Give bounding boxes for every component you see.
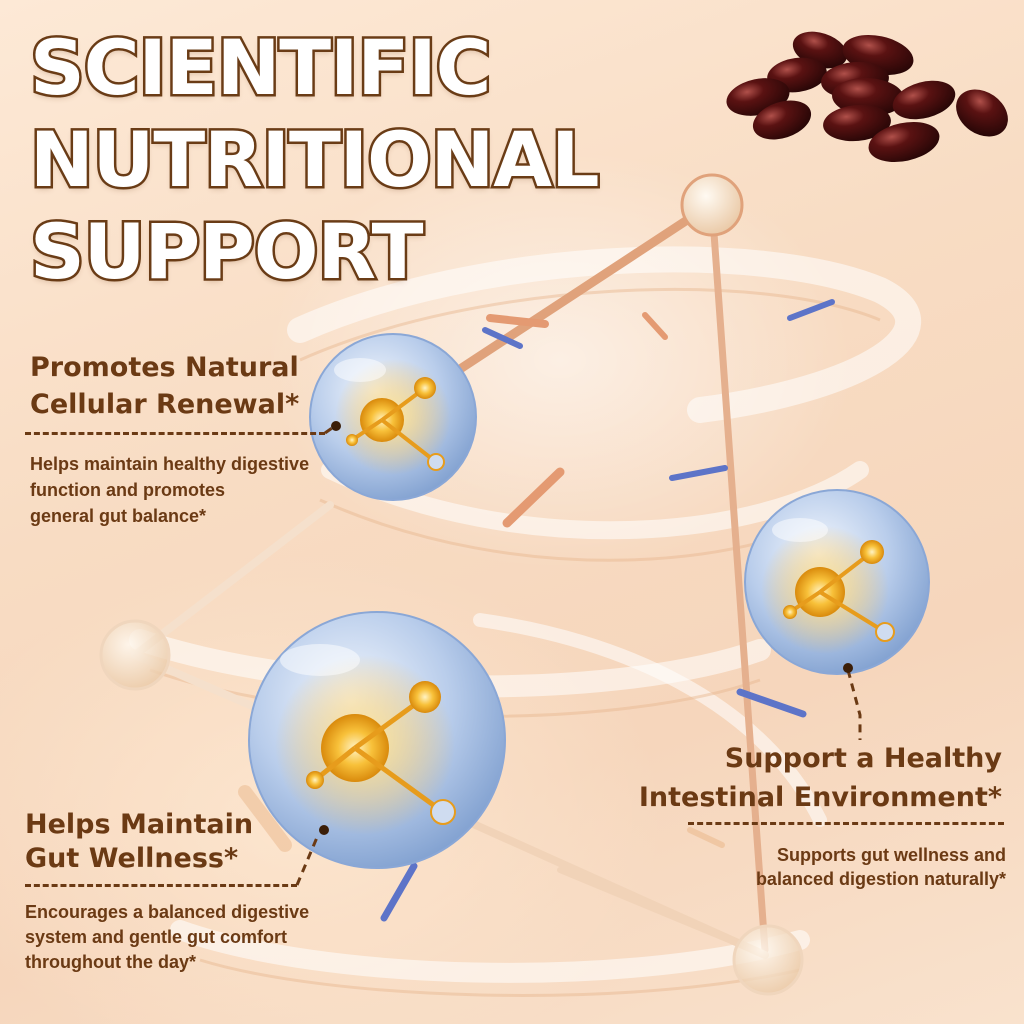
title-line-3: SUPPORT — [27, 207, 425, 296]
benefit-body-line-2: balanced digestion naturally* — [755, 869, 1006, 889]
molecule-sphere-icon — [744, 489, 930, 675]
benefit-body-line-1: Supports gut wellness and — [776, 845, 1006, 865]
benefit-heading-line-2: Intestinal Environment* — [638, 782, 1002, 813]
lattice-node — [99, 619, 171, 691]
benefit-heading-line-2: Gut Wellness* — [25, 843, 239, 874]
benefit-heading-line-2: Cellular Renewal* — [30, 389, 300, 420]
benefit-body-line-1: Helps maintain healthy digestive — [30, 454, 310, 474]
small-molecules — [238, 299, 835, 922]
molecule-sphere-icon — [248, 611, 506, 869]
benefit-divider — [688, 822, 1004, 825]
benefit-body-line-2: system and gentle gut comfort — [25, 927, 288, 947]
benefit-heading-line-1: Promotes Natural — [30, 352, 299, 383]
lattice-node — [732, 924, 804, 996]
title-line-2: NUTRITIONAL — [28, 115, 603, 204]
benefit-heading-line-1: Helps Maintain — [25, 809, 254, 840]
benefit-body-line-3: general gut balance* — [30, 506, 207, 526]
benefit-body-line-3: throughout the day* — [25, 952, 196, 972]
benefit-heading-line-1: Support a Healthy — [724, 743, 1002, 774]
benefit-divider — [25, 432, 325, 435]
benefit-body-line-1: Encourages a balanced digestive — [25, 902, 310, 922]
lattice-node — [680, 173, 744, 237]
softgel-capsules-image — [726, 31, 1008, 163]
benefit-divider — [25, 884, 297, 887]
title-line-1: SCIENTIFIC — [27, 23, 493, 112]
benefit-body-line-2: function and promotes — [30, 480, 225, 500]
molecule-sphere-icon — [309, 333, 477, 501]
